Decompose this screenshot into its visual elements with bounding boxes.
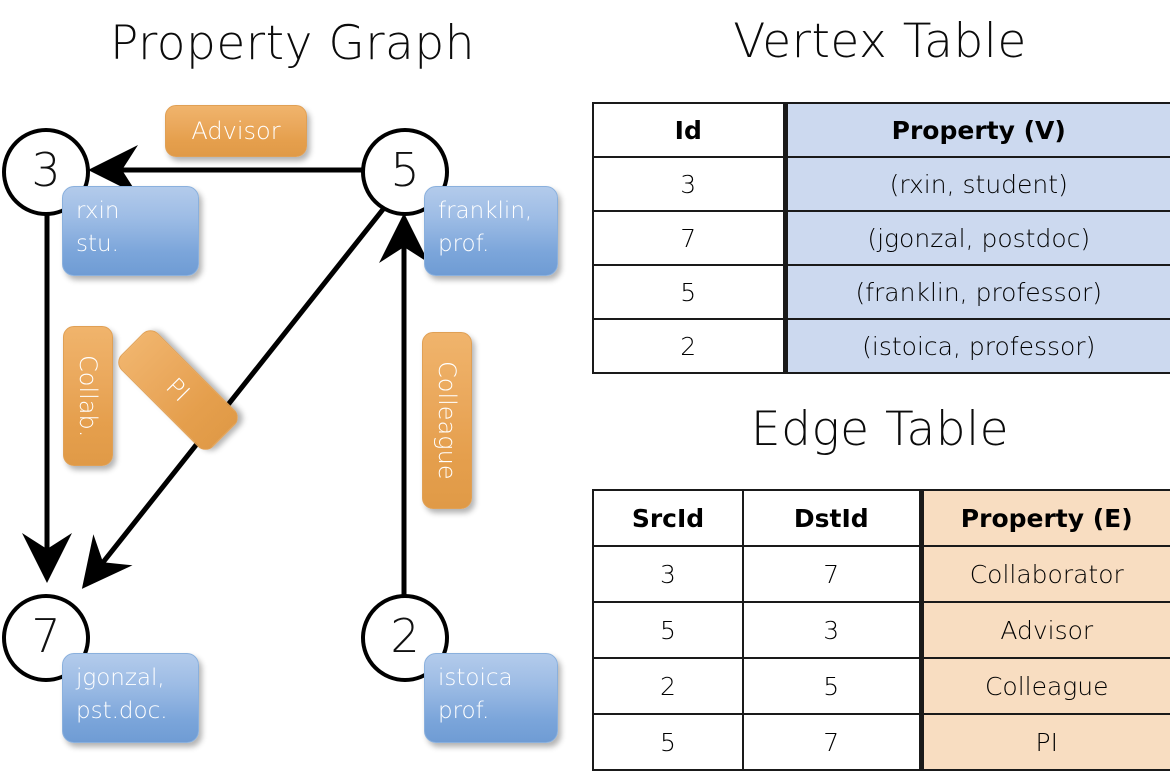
edge-row-1-src: 5 xyxy=(592,601,744,659)
vertex-row-0-id: 3 xyxy=(592,156,786,212)
edge-table: SrcId DstId Property (E) 3 7 Collaborato… xyxy=(592,489,1170,771)
vertex-row-3-id: 2 xyxy=(592,318,786,374)
vertex-table-row[interactable]: 5 (franklin, professor) xyxy=(592,264,1170,320)
edge-label-collab: Collab. xyxy=(63,326,113,466)
graph-node-3-label: 3 xyxy=(31,143,61,197)
vertex-row-3-property: (istoica, professor) xyxy=(782,318,1170,374)
property-graph-diagram: 3 5 7 2 rxin stu. franklin, prof. jgonza… xyxy=(0,0,585,760)
graph-node-5-label: 5 xyxy=(390,143,420,197)
page-title-property-graph: Property Graph xyxy=(110,16,475,71)
edge-label-advisor: Advisor xyxy=(165,105,307,157)
node-property-3-line2: stu. xyxy=(76,231,119,258)
vertex-row-0-property: (rxin, student) xyxy=(782,156,1170,212)
vertex-row-1-property: (jgonzal, postdoc) xyxy=(782,210,1170,266)
edge-row-0-property: Collaborator xyxy=(918,545,1170,603)
edge-label-pi-text: PI xyxy=(160,372,196,408)
edge-table-header-property: Property (E) xyxy=(918,489,1170,547)
edge-5-to-7 xyxy=(81,196,394,589)
vertex-table-row[interactable]: 7 (jgonzal, postdoc) xyxy=(592,210,1170,266)
graph-node-7-label: 7 xyxy=(31,609,61,663)
node-property-2-line2: prof. xyxy=(438,698,490,725)
edge-row-1-property: Advisor xyxy=(918,601,1170,659)
node-property-box-7: jgonzal, pst.doc. xyxy=(62,653,199,743)
node-property-3-line1: rxin xyxy=(76,198,120,224)
vertex-table-row[interactable]: 3 (rxin, student) xyxy=(592,156,1170,212)
graph-edges-svg xyxy=(22,145,429,605)
vertex-table: Id Property (V) 3 (rxin, student) 7 (jgo… xyxy=(592,102,1170,374)
vertex-table-row[interactable]: 2 (istoica, professor) xyxy=(592,318,1170,374)
edge-label-advisor-text: Advisor xyxy=(191,117,281,145)
page-title-edge-table: Edge Table xyxy=(750,402,1010,457)
node-property-2-line1: istoica xyxy=(438,665,513,691)
edge-row-2-dst: 5 xyxy=(742,657,922,715)
vertex-table-header-id: Id xyxy=(592,102,786,158)
edge-table-row[interactable]: 2 5 Colleague xyxy=(592,657,1170,715)
node-property-box-2: istoica prof. xyxy=(424,653,558,743)
edge-row-0-src: 3 xyxy=(592,545,744,603)
node-property-7-line2: pst.doc. xyxy=(76,698,168,725)
edge-row-2-property: Colleague xyxy=(918,657,1170,715)
edge-table-header-row: SrcId DstId Property (E) xyxy=(592,489,1170,547)
edge-table-row[interactable]: 5 7 PI xyxy=(592,713,1170,771)
vertex-table-header-row: Id Property (V) xyxy=(592,102,1170,158)
vertex-table-header-property: Property (V) xyxy=(782,102,1170,158)
edge-row-2-src: 2 xyxy=(592,657,744,715)
vertex-row-1-id: 7 xyxy=(592,210,786,266)
edge-row-1-dst: 3 xyxy=(742,601,922,659)
graph-node-2[interactable]: 2 xyxy=(361,594,449,682)
edge-table-header-dstid: DstId xyxy=(742,489,922,547)
vertex-row-2-property: (franklin, professor) xyxy=(782,264,1170,320)
edge-row-3-dst: 7 xyxy=(742,713,922,771)
node-property-5-line1: franklin, xyxy=(438,198,533,224)
edge-row-0-dst: 7 xyxy=(742,545,922,603)
edge-label-collab-text: Collab. xyxy=(74,354,102,438)
graph-node-2-label: 2 xyxy=(390,609,420,663)
node-property-box-5: franklin, prof. xyxy=(424,186,558,276)
node-property-7-line1: jgonzal, xyxy=(76,665,165,691)
edge-table-row[interactable]: 5 3 Advisor xyxy=(592,601,1170,659)
page-title-vertex-table: Vertex Table xyxy=(733,14,1027,69)
vertex-row-2-id: 5 xyxy=(592,264,786,320)
edge-row-3-property: PI xyxy=(918,713,1170,771)
node-property-5-line2: prof. xyxy=(438,231,490,258)
edge-row-3-src: 5 xyxy=(592,713,744,771)
edge-label-colleague-text: Colleague xyxy=(433,361,461,480)
edge-table-row[interactable]: 3 7 Collaborator xyxy=(592,545,1170,603)
edge-table-header-srcid: SrcId xyxy=(592,489,744,547)
edge-label-colleague: Colleague xyxy=(422,332,472,509)
node-property-box-3: rxin stu. xyxy=(62,186,199,276)
